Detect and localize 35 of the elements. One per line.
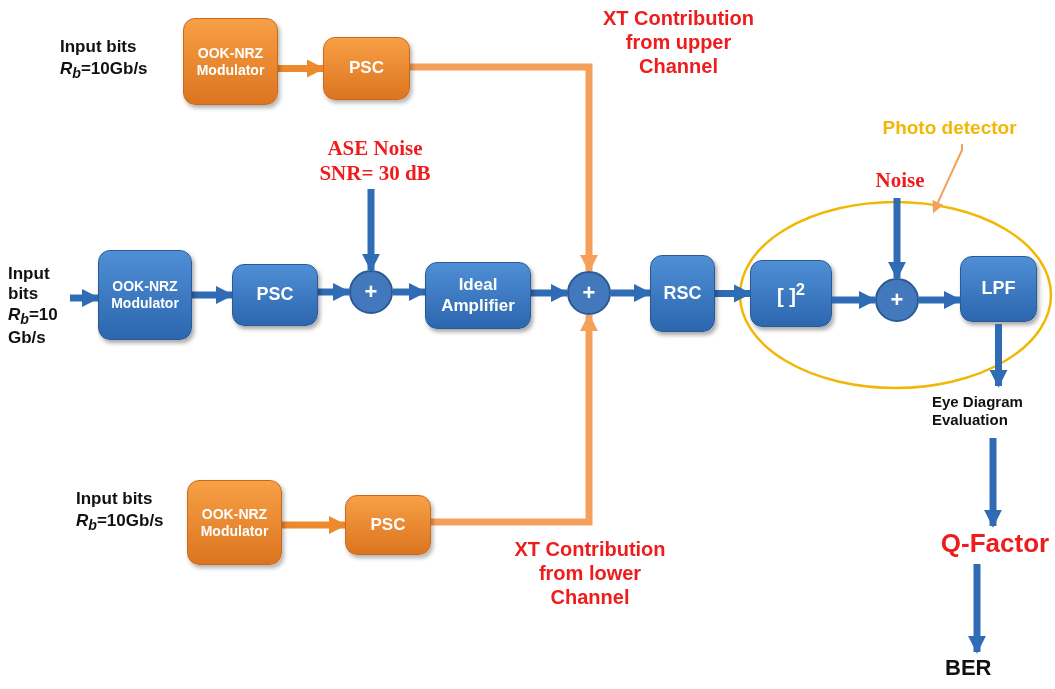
modulator-box: OOK-NRZ Modulator [183,18,278,105]
block-arrow [919,290,962,310]
eye-diagram-label: Eye Diagram Evaluation [932,393,1024,429]
modulator-box: OOK-NRZ Modulator [187,480,282,565]
squarer-box: [ ]$^{2}$ [750,260,832,327]
amplifier-box: Ideal Amplifier [425,262,531,329]
block-arrow [989,324,1008,388]
process-box: RSC [650,255,715,332]
adder-circle: + [567,271,611,315]
filter-box: LPF [960,256,1037,322]
process-box: PSC [232,264,318,326]
adder-circle: + [349,270,393,314]
block-arrow [278,59,325,78]
block-arrow [832,290,877,310]
adder-circle: + [875,278,919,322]
block-arrow [431,313,599,526]
input-label: Input bits R$_{b}$=10Gb/s [60,36,149,83]
block-arrow [393,282,427,302]
leader-arrow [932,143,963,214]
block-arrow [192,285,234,305]
block-arrow [282,515,347,535]
q-factor-label: Q-Factor [940,528,1050,560]
modulator-box: OOK-NRZ Modulator [98,250,192,340]
block-arrow [611,283,652,303]
block-arrow [318,282,351,302]
process-box: PSC [345,495,431,555]
noise-label: ASE Noise SNR= 30 dB [318,135,432,187]
process-box: PSC [323,37,410,100]
input-label: Input bits R$_{b}$=10 Gb/s [8,263,59,349]
noise-label: Noise [875,168,925,194]
photo-detector-label: Photo detector [882,116,1017,140]
block-arrow [531,283,569,303]
ber-label: BER [945,654,992,682]
block-arrow [410,63,599,273]
input-label: Input bits R$_{b}$=10Gb/s [76,488,165,535]
